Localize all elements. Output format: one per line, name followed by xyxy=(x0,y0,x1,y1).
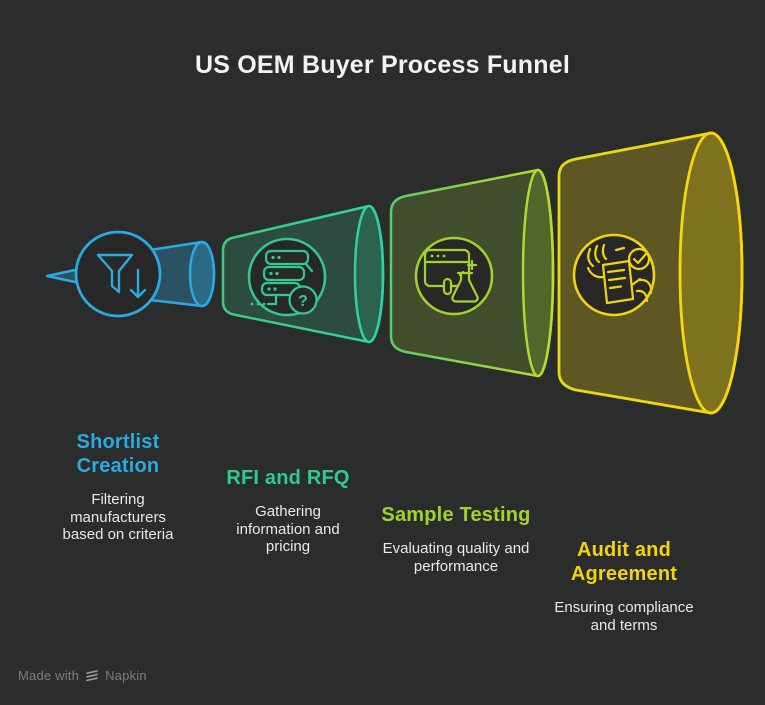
stage-title: Sample Testing xyxy=(381,504,531,526)
stage-label-rfi-and-rfq: RFI and RFQ Gathering information and pr… xyxy=(218,466,358,556)
stage-description: Gathering information and pricing xyxy=(236,503,340,555)
stage-1-rim xyxy=(188,240,216,308)
stage-label-audit-and-agreement: Audit and Agreement Ensuring compliance … xyxy=(544,538,704,634)
watermark-brand: Napkin xyxy=(105,668,147,683)
stage-description: Ensuring compliance and terms xyxy=(554,599,694,634)
database-question-icon: ? xyxy=(247,237,327,317)
browser-flask-icon xyxy=(414,236,494,316)
stage-title: RFI and RFQ xyxy=(226,467,350,489)
page-title: US OEM Buyer Process Funnel xyxy=(195,51,570,79)
stage-description: Filtering manufacturers based on criteri… xyxy=(62,491,174,543)
stage-label-shortlist-creation: Shortlist Creation Filtering manufacture… xyxy=(53,430,183,544)
stage-label-sample-testing: Sample Testing Evaluating quality and pe… xyxy=(381,503,531,575)
filter-down-icon xyxy=(74,230,162,318)
watermark: Made with Napkin xyxy=(18,668,147,683)
stage-title: Shortlist Creation xyxy=(76,431,160,477)
napkin-logo-icon xyxy=(86,669,98,681)
stage-4-badge-circle xyxy=(572,233,656,317)
stage-2-rim xyxy=(353,204,385,344)
stage-title: Audit and Agreement xyxy=(570,539,678,585)
stage-3-rim xyxy=(521,168,555,378)
stage-description: Evaluating quality and performance xyxy=(382,540,530,575)
stage-4-rim xyxy=(678,131,744,415)
funnel-stage-4-cone xyxy=(557,131,744,415)
svg-text:?: ? xyxy=(298,293,308,310)
watermark-prefix: Made with xyxy=(18,668,80,683)
contract-check-icon xyxy=(572,233,656,317)
